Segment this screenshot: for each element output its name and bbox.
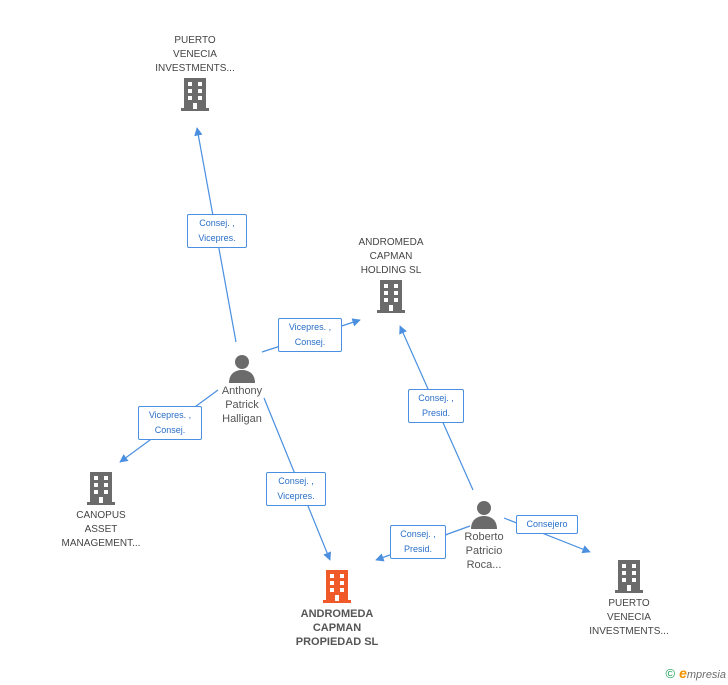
edge-label-roberto-propiedad: Consej. , Presid. xyxy=(390,525,446,559)
edge-label-anthony-propiedad: Consej. , Vicepres. xyxy=(266,472,326,506)
node-label: Anthony Patrick Halligan xyxy=(221,385,263,425)
node-andromeda-capman-holding[interactable]: ANDROMEDA CAPMAN HOLDING SL xyxy=(336,236,446,314)
node-label: PUERTO VENECIA INVESTMENTS... xyxy=(155,35,235,74)
node-roberto-patricio-roca[interactable]: Roberto Patricio Roca... xyxy=(444,500,524,572)
person-icon xyxy=(471,501,497,529)
node-canopus-asset-management[interactable]: CANOPUS ASSET MANAGEMENT... xyxy=(46,470,156,551)
node-label: PUERTO VENECIA INVESTMENTS... xyxy=(589,598,669,637)
brand-rest: mpresia xyxy=(686,669,726,681)
node-anthony-patrick-halligan[interactable]: Anthony Patrick Halligan xyxy=(200,354,284,426)
edge-label-anthony-holding: Vicepres. , Consej. xyxy=(278,318,342,352)
edge-label-roberto-puerto: Consejero xyxy=(516,515,578,534)
building-icon xyxy=(377,280,405,313)
edge-label-roberto-holding: Consej. , Presid. xyxy=(408,389,464,423)
node-label: ANDROMEDA CAPMAN HOLDING SL xyxy=(358,237,424,276)
node-label: Roberto Patricio Roca... xyxy=(464,531,504,571)
building-icon xyxy=(181,78,209,111)
building-icon xyxy=(615,560,643,593)
node-label: CANOPUS ASSET MANAGEMENT... xyxy=(61,510,141,549)
building-icon xyxy=(87,472,115,505)
brand-initial: e xyxy=(679,665,687,681)
copyright-symbol: © xyxy=(665,666,676,681)
edge-label-anthony-puerto: Consej. , Vicepres. xyxy=(187,214,247,248)
node-andromeda-capman-propiedad[interactable]: ANDROMEDA CAPMAN PROPIEDAD SL xyxy=(280,568,394,649)
person-icon xyxy=(229,355,255,383)
node-puerto-venecia-top[interactable]: PUERTO VENECIA INVESTMENTS... xyxy=(140,34,250,112)
empresia-watermark: ©empresia xyxy=(665,665,726,681)
building-icon-highlighted xyxy=(323,570,351,603)
brand-name: empresia xyxy=(679,665,726,681)
node-puerto-venecia-bottom[interactable]: PUERTO VENECIA INVESTMENTS... xyxy=(574,558,684,639)
node-label: ANDROMEDA CAPMAN PROPIEDAD SL xyxy=(295,608,379,648)
edge-label-anthony-canopus: Vicepres. , Consej. xyxy=(138,406,202,440)
